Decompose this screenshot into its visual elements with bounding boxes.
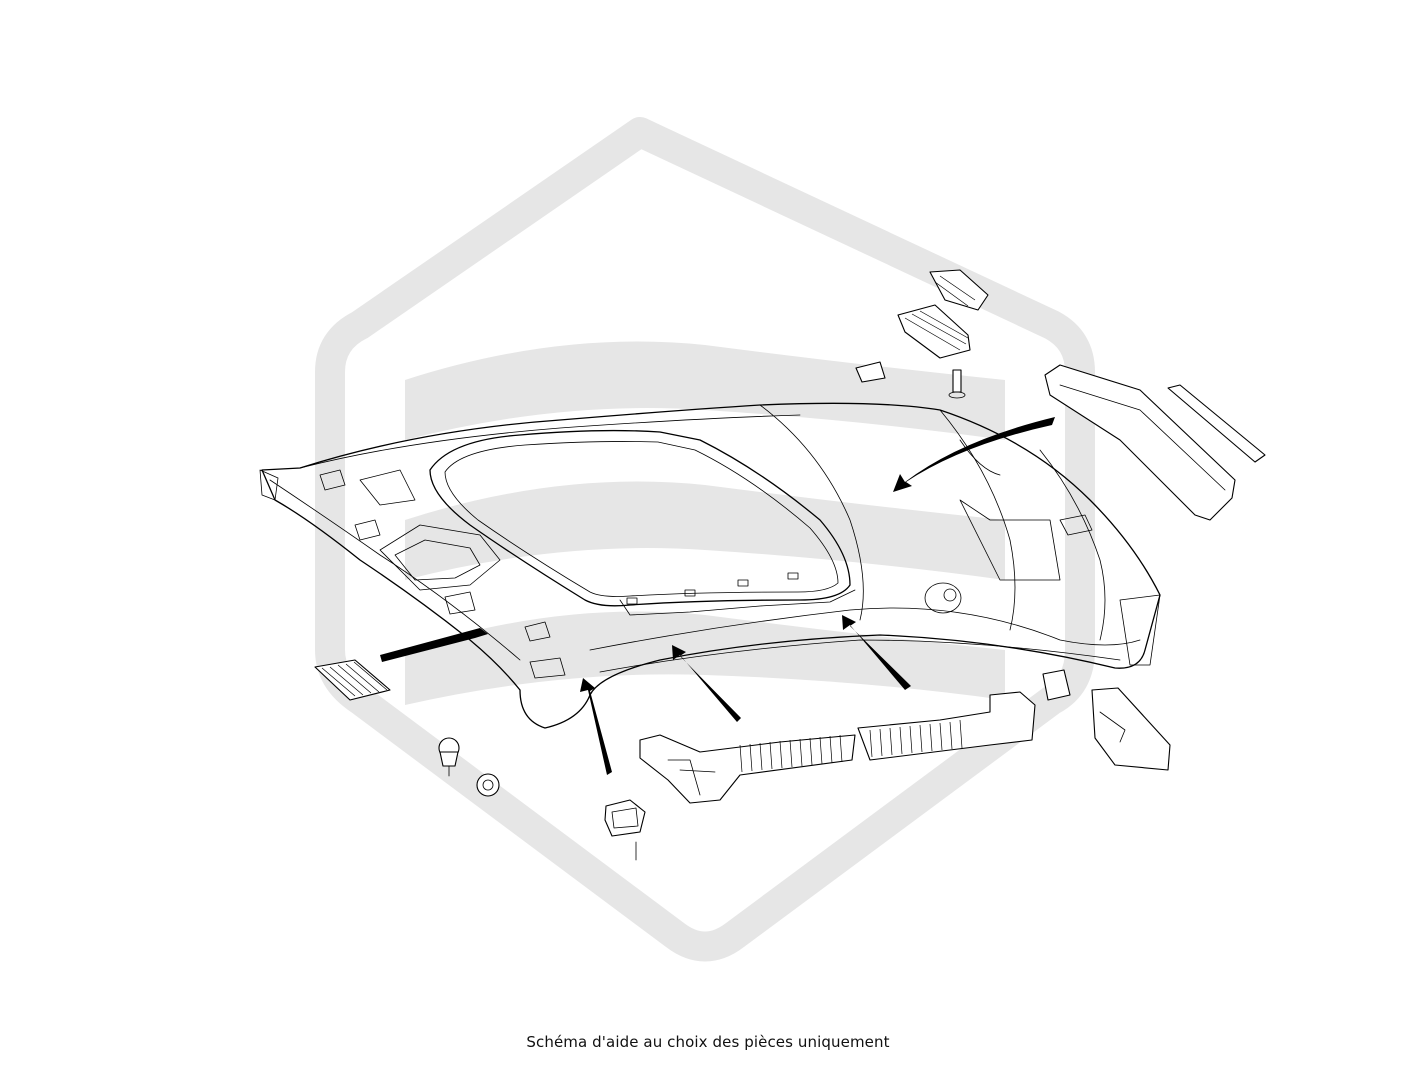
assembly-arrows bbox=[380, 417, 1055, 775]
arrow-left-sensor bbox=[380, 628, 488, 662]
parts-group bbox=[314, 269, 1266, 861]
small-sensor bbox=[855, 361, 886, 383]
bracket-clip bbox=[604, 799, 646, 861]
rear-cross-beam bbox=[1044, 364, 1236, 521]
watermark-logo bbox=[315, 117, 1095, 962]
mount-bracket bbox=[1042, 669, 1071, 701]
push-clip-2 bbox=[476, 773, 500, 797]
dome-lamp-lens bbox=[929, 269, 989, 311]
arrow-right-rail bbox=[842, 615, 911, 690]
sunroof-opening bbox=[429, 429, 856, 616]
foam-pad bbox=[1091, 687, 1171, 771]
arrow-clip bbox=[580, 678, 612, 775]
dome-lamp-housing bbox=[897, 304, 971, 359]
right-side-rail bbox=[857, 691, 1036, 761]
sensor-module bbox=[314, 659, 391, 701]
diagram-caption: Schéma d'aide au choix des pièces unique… bbox=[526, 1033, 890, 1051]
rear-trim-strip bbox=[1167, 384, 1266, 463]
arrow-left-rail bbox=[672, 645, 741, 722]
arrow-rear-beam bbox=[893, 417, 1055, 492]
headliner-panel bbox=[259, 402, 1161, 729]
push-clip-1 bbox=[438, 737, 460, 777]
left-side-rail bbox=[639, 734, 856, 804]
mount-pin bbox=[948, 369, 966, 399]
